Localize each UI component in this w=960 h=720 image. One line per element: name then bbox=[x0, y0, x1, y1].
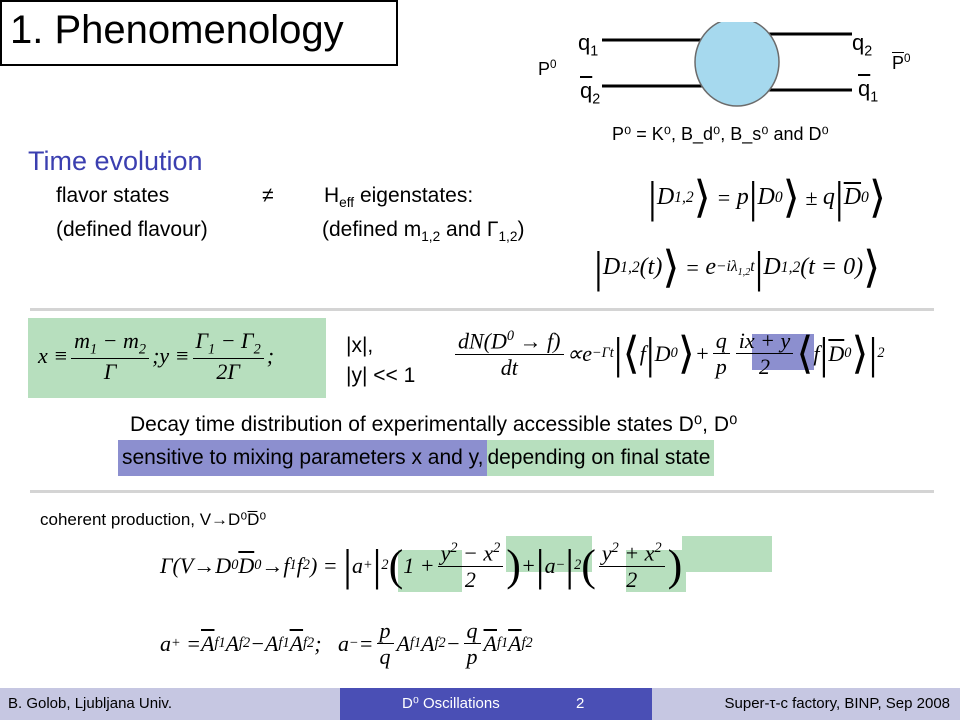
q2-top-label: q2 bbox=[852, 30, 873, 60]
separator-bottom bbox=[30, 490, 934, 493]
mixing-diagram bbox=[602, 22, 852, 107]
defined-mass-width-label: (defined m1,2 and Γ1,2) bbox=[322, 218, 525, 245]
y-condition: |y| << 1 bbox=[346, 364, 416, 387]
y2-plus-x2-highlight bbox=[682, 536, 772, 572]
sensitivity-sentence: sensitive to mixing parameters x and y, … bbox=[118, 440, 715, 476]
heff-eigenstates-label: Heff eigenstates: bbox=[324, 184, 474, 211]
footer-center: D⁰ Oscillations 2 bbox=[340, 688, 652, 720]
y2-minus-x2-highlight bbox=[506, 536, 592, 572]
q2-bar-bottom-label: q2 bbox=[580, 78, 601, 108]
not-equal-sign: ≠ bbox=[262, 184, 274, 207]
footer-page-number: 2 bbox=[576, 695, 585, 712]
final-state-highlight: depending on final state bbox=[487, 440, 715, 476]
diagram-caption: P⁰ = K⁰, B_d⁰, B_s⁰ and D⁰ bbox=[612, 124, 829, 144]
separator-top bbox=[30, 308, 934, 311]
footer-topic: D⁰ Oscillations bbox=[402, 695, 500, 712]
q1-top-label: q1 bbox=[578, 30, 599, 60]
sensitivity-highlight: sensitive to mixing parameters x and y, bbox=[118, 440, 488, 476]
q1-bar-bottom-label: q1 bbox=[858, 76, 879, 106]
flavor-states-label: flavor states bbox=[56, 184, 170, 207]
title-box bbox=[0, 0, 398, 66]
slide-title: 1. Phenomenology bbox=[10, 8, 344, 52]
decay-time-sentence: Decay time distribution of experimentall… bbox=[130, 413, 738, 436]
footer-author: B. Golob, Ljubljana Univ. bbox=[0, 688, 340, 720]
section-heading: Time evolution bbox=[28, 146, 203, 176]
a-minus-highlight bbox=[626, 550, 686, 592]
p0bar-right-label: P0 bbox=[892, 52, 911, 73]
coherent-production-label: coherent production, V→D⁰D̅⁰ bbox=[40, 510, 267, 529]
p0-left-label: P0 bbox=[538, 58, 557, 79]
footer-event: Super-τ-c factory, BINP, Sep 2008 bbox=[652, 688, 960, 720]
a-plus-highlight bbox=[398, 550, 462, 592]
ix-plus-y-highlight bbox=[752, 334, 814, 370]
defined-flavour-label: (defined flavour) bbox=[56, 218, 208, 241]
x-condition: |x|, bbox=[346, 334, 374, 357]
